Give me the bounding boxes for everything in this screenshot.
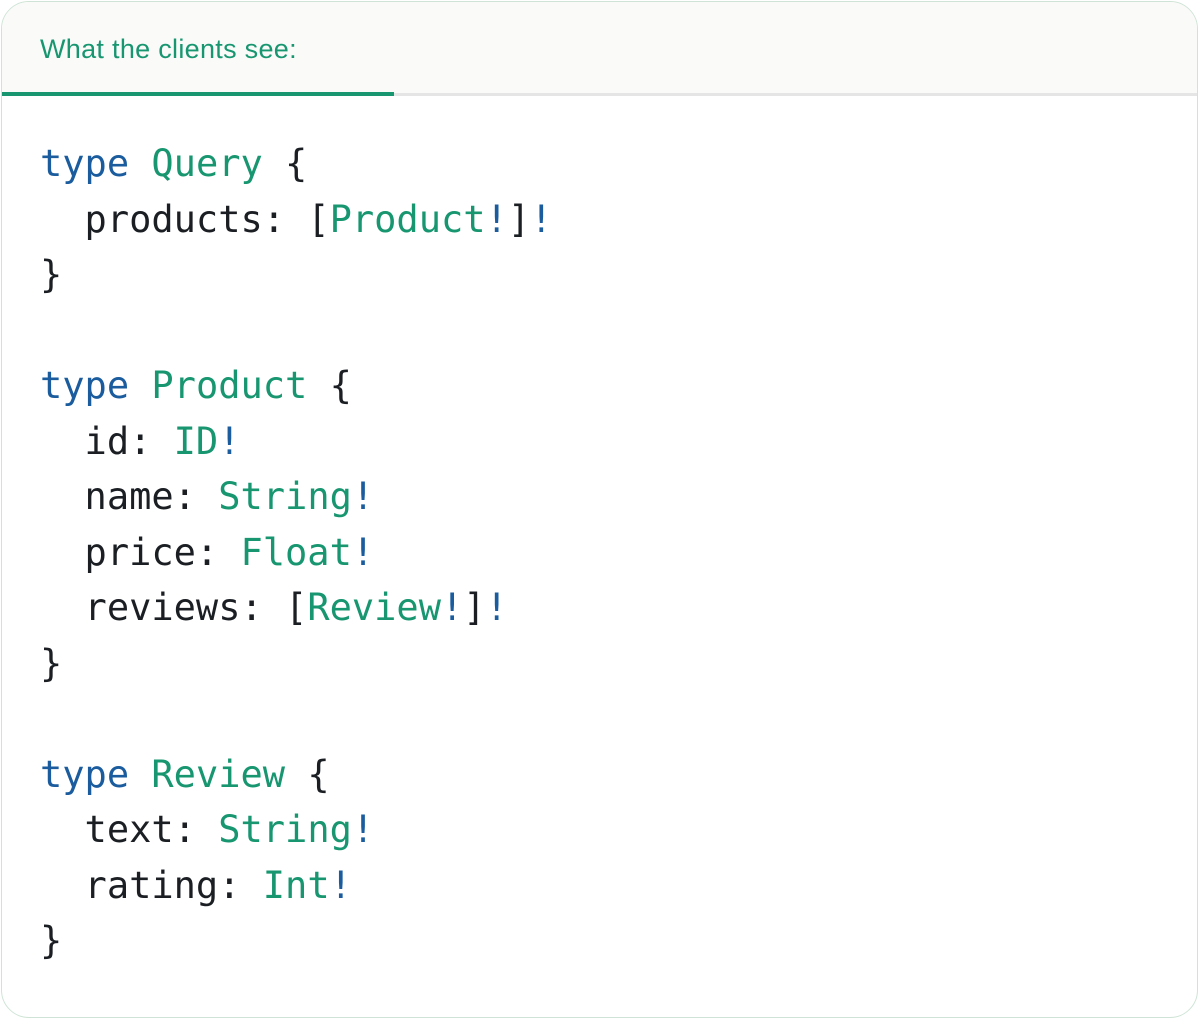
code-line: type Query {: [40, 136, 1177, 192]
code-line: }: [40, 913, 1177, 969]
code-token: {: [307, 364, 352, 407]
code-token: String: [218, 475, 352, 518]
code-line: text: String!: [40, 802, 1177, 858]
tab-label: What the clients see:: [40, 33, 297, 64]
code-token: Product: [329, 197, 486, 241]
code-line: rating: Int!: [40, 858, 1177, 914]
code-token: Review: [307, 586, 441, 629]
graphql-schema-code: type Query { products: [Product!]!} type…: [2, 96, 1197, 969]
code-token: [129, 364, 151, 407]
code-token: ID: [173, 419, 219, 463]
code-token: {: [262, 142, 308, 185]
code-token: !: [351, 475, 375, 518]
active-tab-indicator: [2, 92, 394, 96]
code-token: text:: [40, 808, 219, 851]
code-token: type: [40, 142, 130, 185]
code-token: !: [440, 586, 464, 629]
code-token: !: [329, 863, 352, 907]
code-token: !: [218, 419, 241, 463]
code-line: id: ID!: [40, 414, 1177, 470]
code-token: {: [285, 752, 330, 796]
code-token: name:: [40, 475, 219, 518]
code-token: Query: [151, 142, 263, 185]
code-token: ]: [463, 586, 486, 629]
code-line: [40, 303, 1177, 359]
code-token: !: [530, 197, 553, 241]
code-token: [129, 753, 151, 796]
code-line: reviews: [Review!]!: [40, 580, 1177, 636]
code-line: products: [Product!]!: [40, 192, 1177, 248]
code-token: reviews: [: [40, 586, 308, 629]
code-token: Product: [151, 364, 308, 407]
card-header: What the clients see:: [2, 2, 1197, 96]
code-token: }: [40, 641, 63, 685]
code-token: String: [218, 808, 352, 851]
code-token: Float: [240, 530, 352, 574]
code-token: !: [351, 808, 375, 851]
code-line: type Product {: [40, 358, 1177, 414]
code-line: [40, 691, 1177, 747]
code-token: price:: [40, 530, 241, 574]
code-token: }: [40, 919, 63, 962]
code-token: rating:: [40, 863, 263, 907]
code-token: !: [351, 530, 375, 574]
code-token: !: [485, 197, 508, 241]
code-line: name: String!: [40, 469, 1177, 525]
code-token: Review: [151, 752, 286, 796]
code-token: Int: [262, 863, 330, 907]
code-token: type: [40, 364, 130, 407]
code-token: products: [: [40, 197, 330, 241]
code-line: price: Float!: [40, 525, 1177, 581]
code-token: [129, 142, 151, 185]
code-line: }: [40, 247, 1177, 303]
tab-clients-view[interactable]: What the clients see:: [40, 2, 297, 96]
code-token: id:: [40, 419, 174, 463]
code-token: !: [485, 586, 508, 629]
code-line: }: [40, 636, 1177, 692]
code-token: type: [40, 752, 130, 796]
code-line: type Review {: [40, 747, 1177, 803]
code-token: ]: [507, 197, 531, 241]
code-token: }: [40, 253, 63, 296]
